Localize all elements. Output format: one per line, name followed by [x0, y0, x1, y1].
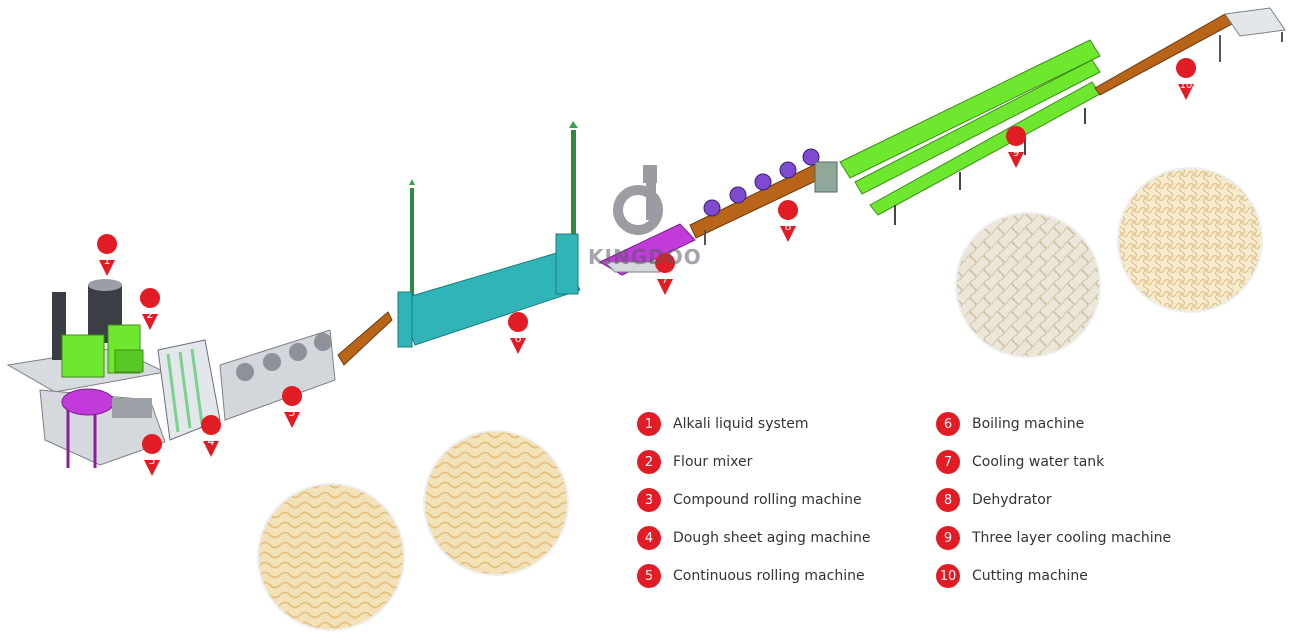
marker-2: 2 — [140, 288, 161, 330]
noodle-photo-thin — [955, 212, 1101, 358]
marker-label: 5 — [289, 406, 296, 419]
machine-cutting — [1094, 7, 1286, 96]
kingdoo-logo — [613, 165, 663, 235]
legend-number-badge: 6 — [936, 412, 960, 436]
noodle-photo-curly — [1117, 167, 1263, 313]
marker-7: 7 — [655, 253, 676, 295]
marker-label: 9 — [1013, 146, 1020, 159]
map-pin-icon — [778, 200, 799, 242]
map-pin-icon — [97, 233, 118, 276]
marker-3: 3 — [142, 434, 163, 476]
legend-number-badge: 9 — [936, 526, 960, 550]
legend-number-badge: 2 — [637, 450, 661, 474]
marker-5: 5 — [282, 386, 303, 428]
map-pin-icon — [508, 312, 529, 354]
legend-label: Cutting machine — [972, 568, 1088, 584]
marker-label: 4 — [208, 435, 215, 448]
machine-boiling — [397, 121, 581, 348]
marker-6: 6 — [508, 312, 529, 354]
map-pin-icon — [201, 414, 222, 457]
marker-label: 7 — [662, 273, 669, 286]
marker-label: 2 — [147, 308, 154, 321]
legend-label: Continuous rolling machine — [673, 568, 865, 584]
legend-item-3: 3 Compound rolling machine — [637, 481, 871, 519]
machine-alkali-flour-station — [6, 279, 167, 393]
markers-layer: 1 2 3 4 5 6 7 8 9 10 — [97, 58, 1197, 476]
machine-compound-rolling — [39, 388, 166, 468]
map-pin-icon — [655, 253, 676, 295]
marker-label: 6 — [515, 332, 522, 345]
legend-item-7: 7 Cooling water tank — [936, 443, 1171, 481]
legend-item-5: 5 Continuous rolling machine — [637, 557, 871, 595]
legend-label: Cooling water tank — [972, 454, 1105, 470]
marker-label: 3 — [149, 454, 156, 467]
legend-item-9: 9 Three layer cooling machine — [936, 519, 1171, 557]
legend-label: Flour mixer — [673, 454, 753, 470]
legend-column-left: 1 Alkali liquid system 2 Flour mixer 3 Compou… — [637, 405, 871, 595]
marker-label: 10 — [1180, 80, 1193, 91]
legend-number-badge: 3 — [637, 488, 661, 512]
legend-number-badge: 8 — [936, 488, 960, 512]
legend-label: Boiling machine — [972, 416, 1085, 432]
legend-column-right: 6 Boiling machine 7 Cooling water tank 8 Dehy… — [936, 405, 1171, 595]
legend-number-badge: 5 — [637, 564, 661, 588]
map-pin-icon — [1006, 126, 1027, 168]
machine-continuous-rolling — [219, 329, 336, 421]
legend-number-badge: 7 — [936, 450, 960, 474]
legend-number-badge: 4 — [637, 526, 661, 550]
noodle-photo-strands — [423, 430, 569, 576]
marker-label: 1 — [104, 254, 111, 267]
map-pin-icon — [1176, 58, 1197, 100]
brand-text: KINGDOO — [588, 245, 702, 269]
machine-dough-aging — [157, 339, 221, 441]
legend-label: Dough sheet aging machine — [673, 530, 871, 546]
marker-10: 10 — [1176, 58, 1197, 100]
legend-item-4: 4 Dough sheet aging machine — [637, 519, 871, 557]
marker-9: 9 — [1006, 126, 1027, 168]
marker-8: 8 — [778, 200, 799, 242]
map-pin-icon — [142, 434, 163, 476]
legend-item-2: 2 Flour mixer — [637, 443, 871, 481]
legend-label: Alkali liquid system — [673, 416, 809, 432]
map-pin-icon — [140, 288, 161, 330]
legend-label: Dehydrator — [972, 492, 1052, 508]
marker-4: 4 — [201, 414, 222, 457]
legend-item-6: 6 Boiling machine — [936, 405, 1171, 443]
legend-number-badge: 1 — [637, 412, 661, 436]
marker-label: 8 — [785, 220, 792, 233]
legend-label: Three layer cooling machine — [972, 530, 1172, 546]
machine-three-layer-cooling — [839, 39, 1101, 225]
legend-item-1: 1 Alkali liquid system — [637, 405, 871, 443]
machine-dehydrator — [689, 148, 838, 245]
legend-label: Compound rolling machine — [673, 492, 862, 508]
legend-item-10: 10 Cutting machine — [936, 557, 1171, 595]
map-pin-icon — [282, 386, 303, 428]
legend-number-badge: 10 — [936, 564, 960, 588]
noodle-photo-fresh — [257, 483, 405, 631]
legend-item-8: 8 Dehydrator — [936, 481, 1171, 519]
marker-1: 1 — [97, 233, 118, 276]
